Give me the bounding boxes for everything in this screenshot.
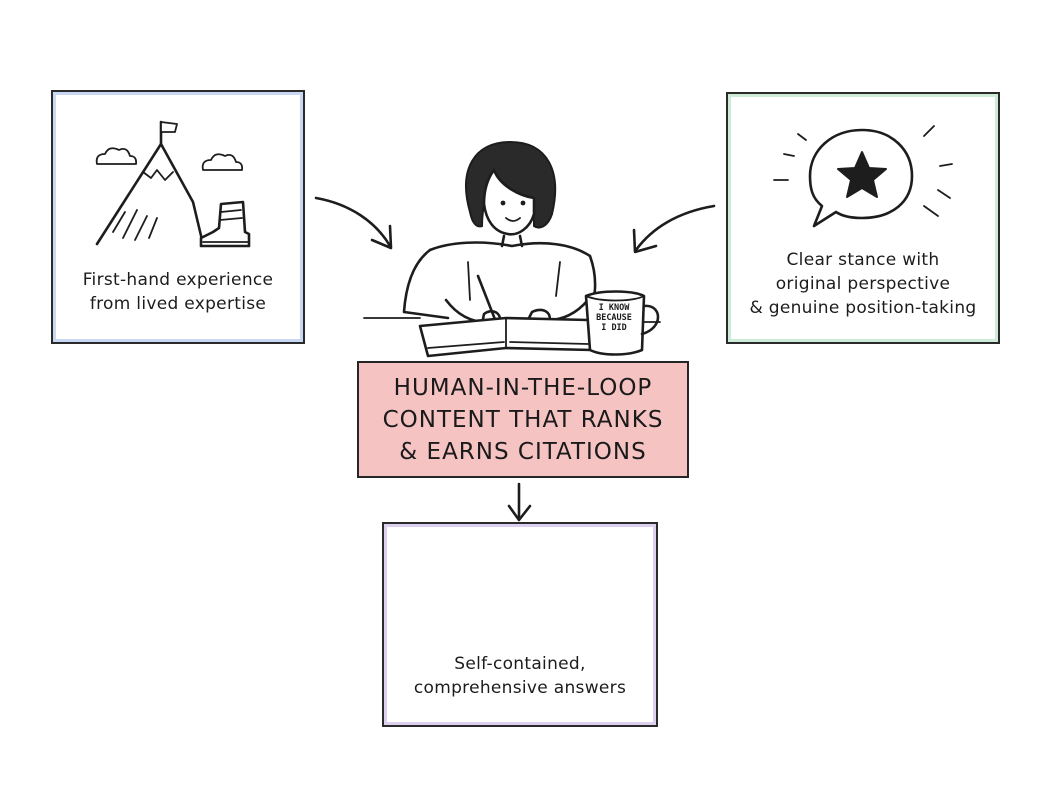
speech-bubble-star-icon — [773, 125, 953, 228]
caption-line: & genuine position-taking — [749, 298, 977, 318]
arrow-center-to-bottom — [507, 482, 532, 522]
caption-line: original perspective — [775, 274, 951, 294]
speech-bubble-scene — [773, 125, 953, 228]
caption-line: First-hand experience — [82, 270, 274, 290]
experience-caption: First-hand experience from lived experti… — [53, 268, 303, 316]
caption-line: comprehensive answers — [413, 678, 627, 698]
arrow-left-to-center — [314, 196, 393, 250]
mountain-flag-icon — [95, 120, 205, 246]
central-concept-box: HUMAN-IN-THE-LOOP CONTENT THAT RANKS & E… — [357, 361, 689, 478]
mug-text-line: I KNOW — [598, 303, 630, 313]
experience-card: First-hand experience from lived experti… — [51, 90, 305, 344]
central-concept-line: CONTENT THAT RANKS — [382, 406, 664, 433]
stance-card: Clear stance with original perspective &… — [726, 92, 1000, 344]
answers-caption: Self-contained, comprehensive answers — [384, 652, 656, 700]
caption-line: from lived expertise — [89, 294, 267, 314]
arrow-right-to-center — [632, 204, 716, 254]
cloud-icon — [201, 153, 244, 171]
caption-line: Self-contained, — [454, 654, 586, 674]
answers-card: Self-contained, comprehensive answers — [382, 522, 658, 727]
mountain-scene — [95, 120, 251, 248]
caption-line: Clear stance with — [786, 250, 940, 270]
hiking-boot-icon — [199, 200, 251, 248]
stance-caption: Clear stance with original perspective &… — [728, 248, 998, 320]
mug-label: I KNOW BECAUSE I DID — [588, 303, 640, 333]
central-concept-line: & EARNS CITATIONS — [399, 438, 647, 465]
central-concept-line: HUMAN-IN-THE-LOOP — [393, 374, 653, 401]
cloud-icon — [95, 147, 138, 165]
mug-text-line: BECAUSE — [596, 313, 632, 323]
mug-text-line: I DID — [601, 323, 627, 333]
